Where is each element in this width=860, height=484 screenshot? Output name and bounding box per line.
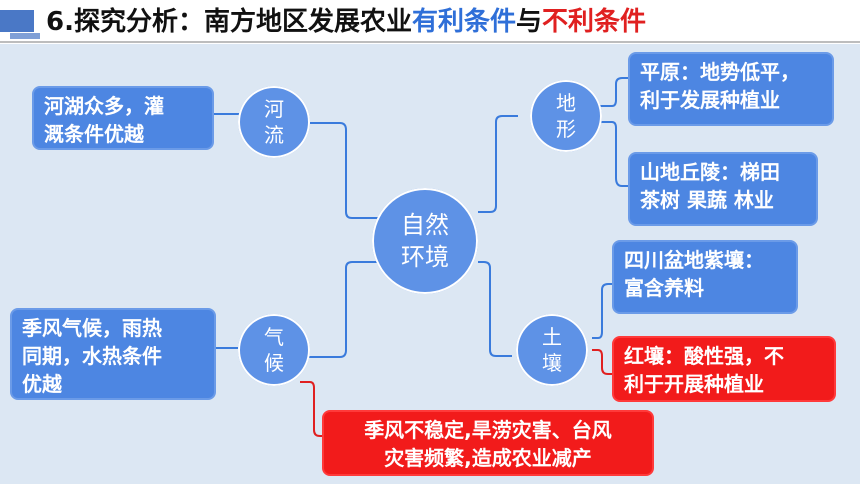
line-center-river [300,122,380,219]
box-climate-line3: 优越 [22,372,62,396]
line-center-climate [300,261,380,358]
node-terrain-line1: 地 [556,91,576,115]
box-terrain-hill: 山地丘陵：梯田 茶树 果蔬 林业 [628,152,818,226]
line-terrain-plain [600,77,628,107]
center-node-line2: 环境 [401,243,449,271]
box-climate-favorable: 季风气候，雨热 同期，水热条件 优越 [10,308,216,400]
box-river-favorable: 河湖众多，灌 溉条件优越 [32,86,214,150]
center-node-natural-environment: 自然环境 [372,188,478,294]
node-soil-line1: 土 [542,325,562,349]
node-terrain-line2: 形 [556,117,576,141]
box-climate-line2: 同期，水热条件 [22,344,162,368]
node-river: 河流 [238,86,310,158]
box-terrain-hill-line2: 茶树 果蔬 林业 [640,188,774,212]
title-decoration-block [0,10,34,32]
line-center-terrain [478,115,518,213]
box-terrain-plain-line1: 平原：地势低平， [640,60,800,84]
node-climate-line2: 候 [264,351,284,375]
title-divider [0,41,860,43]
center-node-line1: 自然 [401,211,449,239]
box-soil-purple-line1: 四川盆地紫壤： [624,248,764,272]
title-unfavorable: 不利条件 [542,7,647,37]
title-favorable: 有利条件 [411,7,516,37]
line-climate-unfav [300,381,324,437]
line-soil-purple [592,283,614,339]
box-soil-purple-line2: 富含养料 [624,276,704,300]
header: 6.探究分析：南方地区发展农业有利条件与不利条件 [0,0,860,44]
node-climate: 气候 [238,314,310,386]
line-center-soil [478,261,512,357]
node-soil-line2: 壤 [542,351,562,375]
box-soil-red-line1: 红壤：酸性强，不 [624,344,784,368]
node-climate-line1: 气 [264,325,284,349]
box-soil-purple: 四川盆地紫壤： 富含养料 [612,240,798,314]
box-river-line1: 河湖众多，灌 [44,94,164,118]
node-river-line1: 河 [264,97,284,121]
page-title: 6.探究分析：南方地区发展农业有利条件与不利条件 [46,4,646,40]
box-climate-unfav-line2: 灾害频繁,造成农业减产 [384,446,592,470]
line-soil-red [592,349,614,375]
box-river-line2: 溉条件优越 [44,122,144,146]
node-soil: 土壤 [516,314,588,386]
box-climate-unfav-line1: 季风不稳定,旱涝灾害、台风 [364,418,612,442]
box-terrain-hill-line1: 山地丘陵：梯田 [640,160,780,184]
node-terrain: 地形 [530,80,602,152]
title-connector: 与 [515,7,542,37]
title-decoration-stripe [10,33,40,39]
box-soil-red-line2: 利于开展种植业 [624,372,764,396]
node-river-line2: 流 [264,123,284,147]
title-prefix: 6.探究分析：南方地区发展农业 [46,7,412,37]
box-terrain-plain-line2: 利于发展种植业 [640,88,780,112]
box-climate-unfavorable: 季风不稳定,旱涝灾害、台风 灾害频繁,造成农业减产 [322,410,654,476]
box-climate-line1: 季风气候，雨热 [22,316,162,340]
line-terrain-hill [600,121,628,187]
box-soil-red: 红壤：酸性强，不 利于开展种植业 [612,336,836,402]
box-terrain-plain: 平原：地势低平， 利于发展种植业 [628,52,834,126]
